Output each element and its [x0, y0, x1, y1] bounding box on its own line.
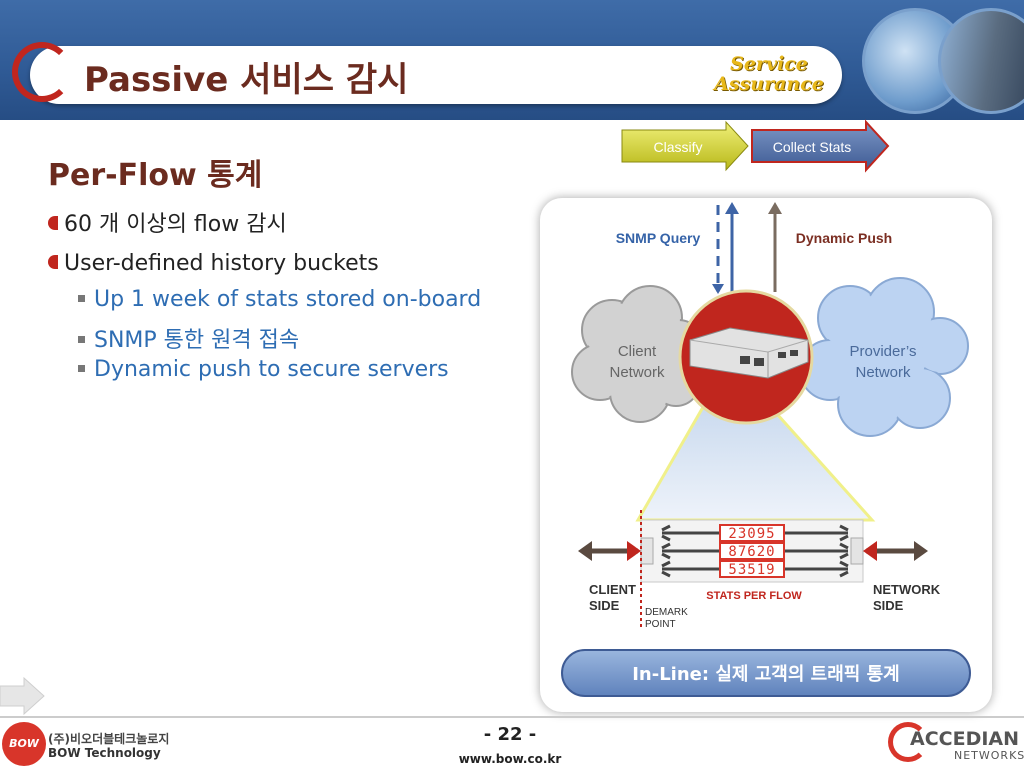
bullet-text: User-defined history buckets	[64, 251, 379, 276]
stats-per-flow-label: STATS PER FLOW	[706, 590, 802, 602]
inline-label-pill: In-Line: 실제 고객의 트래픽 통계	[561, 649, 971, 697]
building-photo	[938, 8, 1024, 114]
bullet-text: 60 개 이상의 flow 감시	[64, 212, 287, 237]
network-side-line-2: SIDE	[873, 598, 904, 613]
client-cloud-line-2: Network	[609, 364, 665, 381]
dynamic-push-label: Dynamic Push	[796, 230, 892, 246]
classify-step: Classify	[621, 120, 749, 172]
next-arrow-icon[interactable]	[0, 676, 48, 716]
section-heading: Per-Flow 통계	[48, 158, 263, 193]
provider-cloud-line-2: Network	[855, 364, 911, 381]
dynamic-push-arrow	[768, 202, 782, 292]
counter-value: 87620	[728, 544, 775, 560]
monitoring-device-icon	[678, 289, 814, 425]
sub-bullet-text: Dynamic push to secure servers	[94, 357, 449, 382]
client-side-line-2: SIDE	[589, 598, 620, 613]
sub-bullet-text: Up 1 week of stats stored on-board	[94, 287, 482, 312]
collect-stats-step: Collect Stats	[751, 119, 890, 173]
client-cloud-line-1: Client	[618, 343, 657, 360]
snmp-query-arrows	[712, 202, 739, 294]
brand-subtitle: NETWORKS	[954, 749, 1024, 762]
title-bar	[30, 46, 842, 104]
sub-bullet-text: SNMP 통한 원격 접속	[94, 328, 300, 353]
demark-line-1: DEMARK	[645, 607, 688, 618]
collect-stats-label: Collect Stats	[773, 139, 852, 155]
client-side-line-1: CLIENT	[589, 582, 636, 597]
network-side-line-1: NETWORK	[873, 582, 941, 597]
demark-line-2: POINT	[645, 619, 676, 630]
company-name-korean: (주)비오더블테크놀로지	[48, 732, 170, 746]
flow-counter: 23095	[719, 524, 785, 542]
square-bullet-icon	[78, 336, 85, 343]
flow-counter: 53519	[719, 560, 785, 578]
bow-logo-icon: BOW	[2, 722, 46, 766]
slide-title: Passive 서비스 감시	[84, 60, 409, 100]
sub-bullet-item: SNMP 통한 원격 접속	[78, 322, 299, 354]
bullet-item: 60 개 이상의 flow 감시	[48, 206, 287, 238]
badge-line-1: Service	[730, 53, 808, 75]
snmp-query-label: SNMP Query	[616, 230, 701, 246]
company-name-english: BOW Technology	[48, 746, 161, 760]
provider-network-cloud-icon	[799, 277, 969, 437]
counter-value: 23095	[728, 526, 775, 542]
footer-url: www.bow.co.kr	[458, 752, 562, 766]
counter-value: 53519	[728, 562, 775, 578]
bullet-marker-icon	[48, 216, 58, 230]
page-number: - 22 -	[483, 724, 537, 745]
client-side-arrow-icon	[578, 541, 641, 561]
inline-label-text: In-Line: 실제 고객의 트래픽 통계	[632, 664, 900, 685]
bow-c-logo-icon	[12, 42, 72, 102]
bullet-item: User-defined history buckets	[48, 251, 379, 276]
footer-divider	[0, 716, 1024, 718]
badge-line-2: Assurance	[714, 73, 824, 95]
classify-label: Classify	[653, 139, 702, 155]
accedian-logo-icon	[888, 722, 928, 762]
brand-name: ACCEDIAN	[910, 728, 1020, 750]
sub-bullet-item: Dynamic push to secure servers	[78, 357, 449, 382]
bullet-marker-icon	[48, 255, 58, 269]
network-side-arrow-icon	[863, 541, 928, 561]
service-assurance-badge: Service Assurance	[714, 54, 824, 98]
sub-bullet-item: Up 1 week of stats stored on-board	[78, 287, 481, 312]
flow-counter: 87620	[719, 542, 785, 560]
square-bullet-icon	[78, 365, 85, 372]
provider-cloud-line-1: Provider’s	[850, 343, 917, 360]
square-bullet-icon	[78, 295, 85, 302]
